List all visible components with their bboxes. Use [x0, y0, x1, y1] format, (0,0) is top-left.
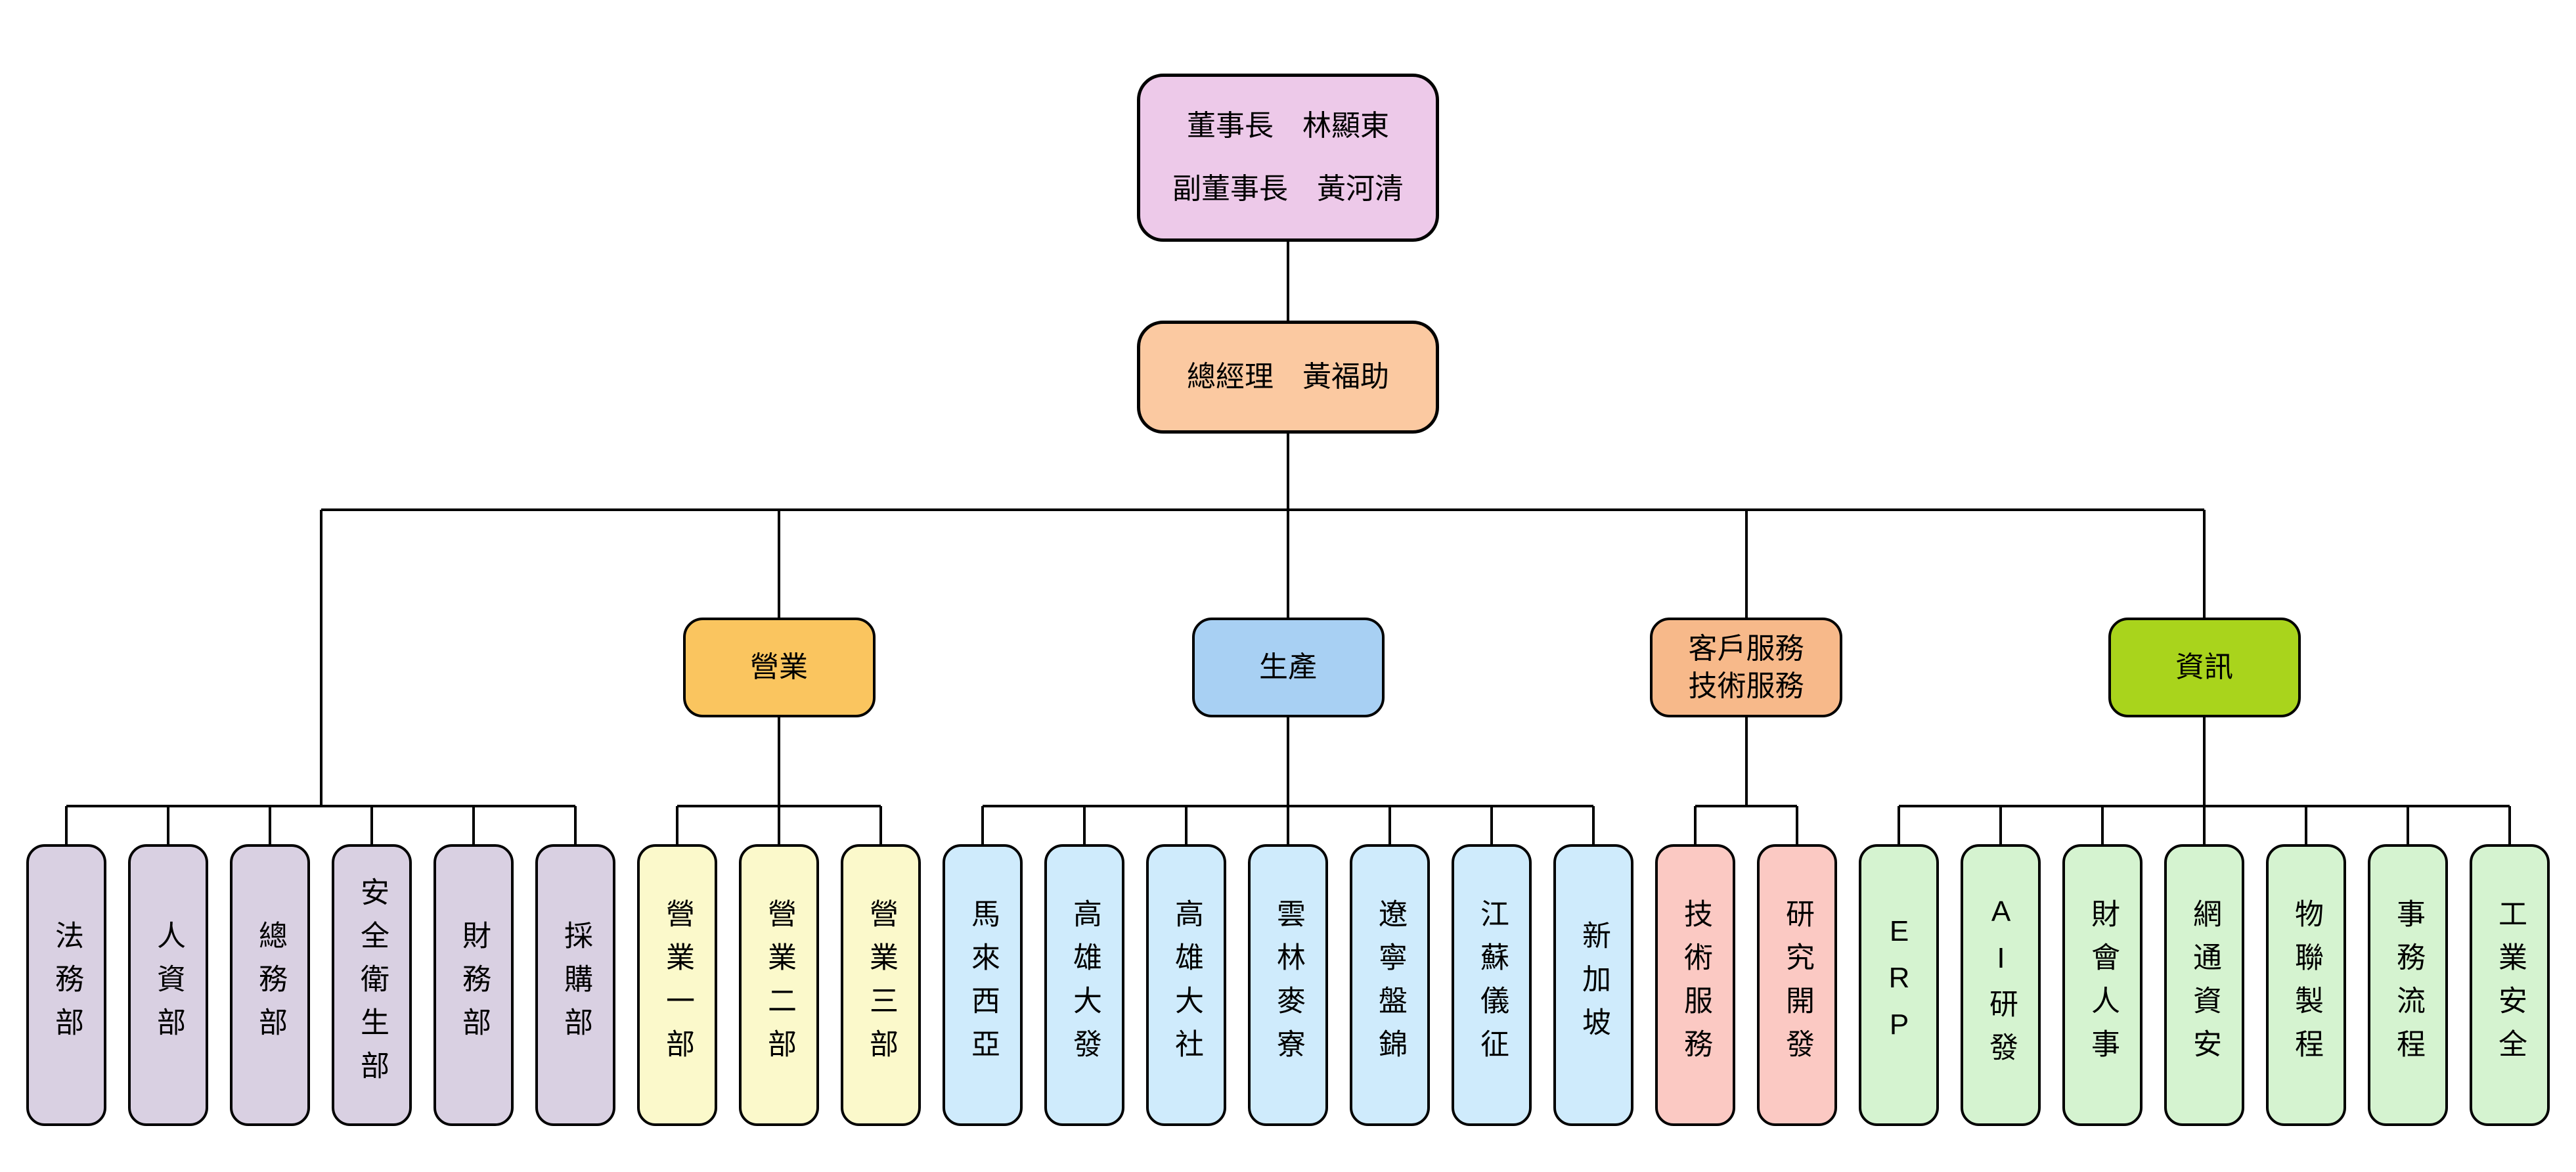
connector-line: [2203, 806, 2206, 844]
department-box: ERP: [1859, 844, 1939, 1126]
staff-department-box: 法務部: [26, 844, 106, 1126]
connector-line: [2203, 717, 2206, 806]
staff-department-box: 人資部: [128, 844, 208, 1126]
department-box: 營業一部: [637, 844, 717, 1126]
connector-line: [1287, 434, 1289, 510]
department-box: 遼寧盤錦: [1350, 844, 1430, 1126]
connector-line: [1287, 717, 1289, 806]
connector-line: [1592, 806, 1595, 844]
department-box: 高雄大社: [1146, 844, 1226, 1126]
department-box: 研究開發: [1757, 844, 1837, 1126]
connector-line: [1694, 806, 1697, 844]
division-sales: 營業: [682, 618, 876, 717]
connector-line: [65, 806, 68, 844]
connector-line: [1287, 242, 1289, 321]
connector-line: [167, 806, 169, 844]
connector-line: [574, 806, 577, 844]
connector-line: [2407, 806, 2409, 844]
department-box: 物聯製程: [2266, 844, 2346, 1126]
connector-line: [2203, 510, 2206, 618]
staff-department-box: 採購部: [535, 844, 615, 1126]
department-box: 江蘇儀征: [1452, 844, 1532, 1126]
connector-line: [1796, 806, 1798, 844]
department-box: 營業二部: [739, 844, 819, 1126]
department-box: 營業三部: [841, 844, 921, 1126]
general-manager-box: 總經理 黃福助: [1137, 321, 1439, 434]
connector-line: [778, 806, 780, 844]
department-box: 高雄大發: [1044, 844, 1124, 1126]
connector-line: [1898, 806, 1900, 844]
connector-line: [981, 806, 984, 844]
vice-chairman-title-name: 副董事長 黃河清: [1172, 173, 1404, 206]
department-box: 技術服務: [1655, 844, 1735, 1126]
department-box: 雲林麥寮: [1248, 844, 1328, 1126]
connector-line: [1695, 805, 1797, 807]
connector-line: [1287, 510, 1289, 618]
connector-line: [2508, 806, 2511, 844]
staff-department-box: 財務部: [433, 844, 514, 1126]
connector-line: [1388, 806, 1391, 844]
staff-department-box: 總務部: [230, 844, 310, 1126]
department-box: 事務流程: [2368, 844, 2448, 1126]
connector-line: [2305, 806, 2307, 844]
connector-line: [472, 806, 475, 844]
connector-line: [269, 806, 271, 844]
department-box: 馬來西亞: [943, 844, 1023, 1126]
connector-line: [66, 805, 575, 807]
connector-line: [370, 806, 373, 844]
connector-line: [1999, 806, 2002, 844]
department-box: 財會人事: [2062, 844, 2143, 1126]
connector-line: [778, 510, 780, 618]
division-customer-tech-service: 客戶服務 技術服務: [1650, 618, 1842, 717]
chairman-title-name: 董事長 林顯東: [1187, 109, 1389, 142]
division-production: 生產: [1191, 618, 1385, 717]
connector-line: [1744, 510, 1748, 618]
connector-line: [321, 508, 2204, 511]
connector-line: [1083, 806, 1086, 844]
connector-line: [1185, 806, 1188, 844]
department-box: 新加坡: [1553, 844, 1633, 1126]
general-manager-title-name: 總經理 黃福助: [1187, 361, 1389, 393]
connector-line: [2101, 806, 2104, 844]
division-information: 資訊: [2108, 618, 2301, 717]
connector-line: [319, 510, 322, 806]
connector-line: [1744, 717, 1748, 806]
connector-line: [879, 806, 882, 844]
department-box: 網通資安: [2164, 844, 2244, 1126]
connector-line: [1287, 806, 1289, 844]
chairman-box: 董事長 林顯東 副董事長 黃河清: [1137, 74, 1439, 242]
department-box: 工業安全: [2470, 844, 2550, 1126]
connector-line: [778, 717, 780, 806]
staff-department-box: 安全衛生部: [332, 844, 412, 1126]
department-box: AI研發: [1961, 844, 2041, 1126]
connector-line: [676, 806, 678, 844]
connector-line: [1490, 806, 1493, 844]
